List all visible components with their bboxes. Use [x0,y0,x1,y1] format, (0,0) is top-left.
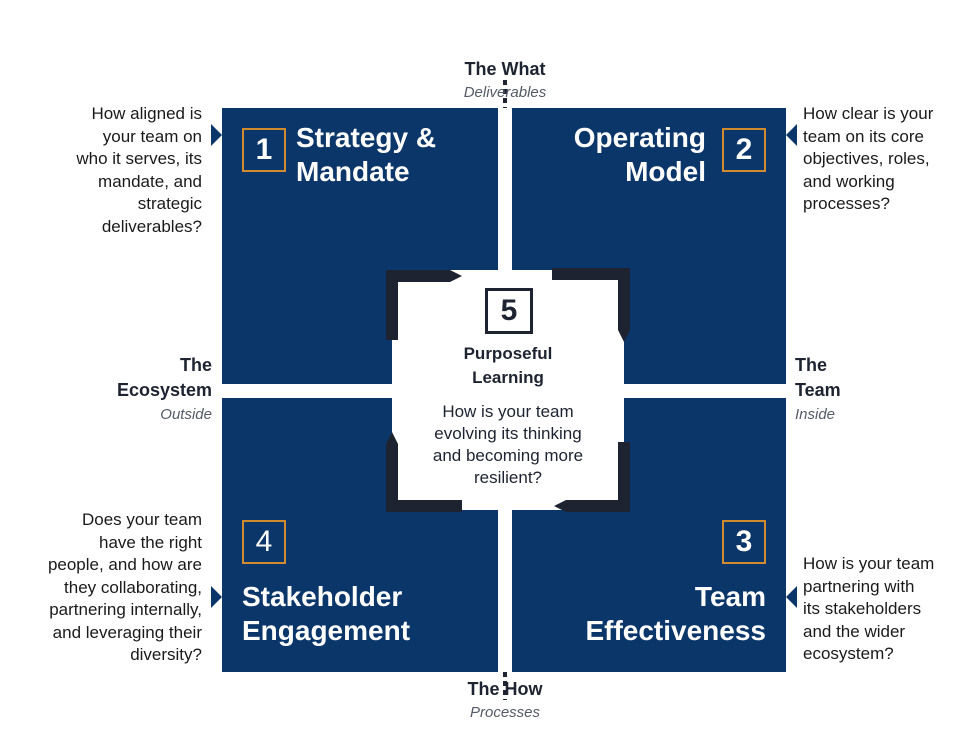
quadrant-1-question-line: who it serves, its [76,149,202,168]
quadrant-4-question-line: they collaborating, [64,577,202,597]
axis-top-title: The What [464,59,546,79]
quadrant-3-title-line2: Effectiveness [585,615,766,646]
quadrant-2-pointer [786,124,797,146]
quadrant-4-pointer-bottom [211,586,222,608]
quadrant-4-pointer [211,124,222,146]
quadrant-4-question-line: Does your team [82,510,202,529]
quadrant-4-question: Does your team have the right people, an… [4,509,202,667]
axis-left-title-line2: Ecosystem [116,380,212,400]
quadrant-1-question-line: How aligned is [91,104,202,123]
center-question-line: evolving its thinking [434,424,582,443]
quadrant-2-question-line: How clear is your [803,104,934,123]
quadrant-1-question-line: strategic [137,194,202,213]
quadrant-2-number: 2 [722,128,766,172]
center-question-line: and becoming more [432,446,584,465]
axis-right-subtitle: Inside [795,406,836,423]
quadrant-4-question-line: partnering internally, [49,600,202,619]
quadrant-3-question-line: and the wider [803,621,906,641]
axis-top-subtitle: Deliverables [463,84,547,101]
quadrant-2-question-line: and working [803,171,895,191]
center-question-line: How is your team [442,402,574,421]
quadrant-2-question: How clear is your team on its core objec… [803,103,933,216]
quadrant-3-question: How is your team partnering with its sta… [803,553,934,666]
quadrant-3-number: 3 [722,520,766,564]
quadrant-1-title-line1: Strategy & [296,122,437,153]
center-title-line2: Learning [472,368,544,387]
center-question: How is your team evolving its thinking a… [392,401,624,489]
quadrant-4-question-line: diversity? [130,645,202,664]
center-panel [392,270,624,510]
quadrant-3-pointer [786,586,797,608]
quadrant-1-question: How aligned is your team on who it serve… [10,103,202,238]
quadrant-3-question-line: How is your team [803,554,935,573]
axis-right-title-line2: Team [795,380,841,400]
quadrant-3-question-line: partnering with [803,576,915,596]
center-question-line: resilient? [473,468,543,487]
axis-left-title-line1: The [179,355,212,375]
quadrant-2-question-line: processes? [803,194,890,213]
quadrant-1-question-line: deliverables? [101,216,202,236]
quadrant-4-title-line2: Engagement [242,615,411,646]
quadrant-4-question-line: people, and how are [47,555,202,574]
quadrant-1-title-line2: Mandate [296,156,410,187]
quadrant-1-number: 1 [242,128,286,172]
center-title-line1: Purposeful [463,344,553,363]
quadrant-1-question-line: your team on [102,126,202,146]
center-number: 5 [485,288,533,334]
quadrant-3-question-line: ecosystem? [803,644,894,663]
axis-bottom-subtitle: Processes [469,704,541,721]
axis-right-title-line1: The [795,355,828,375]
quadrant-2-question-line: objectives, roles, [803,149,930,168]
axis-bottom-title: The How [467,679,543,699]
quadrant-4-number: 4 [242,520,286,564]
axis-left-subtitle: Outside [160,406,212,423]
quadrant-4-question-line: have the right [98,532,202,552]
quadrant-2-title-line2: Model [625,156,706,187]
quadrant-2-question-line: team on its core [803,126,924,146]
quadrant-1-question-line: mandate, and [98,171,202,191]
quadrant-3-question-line: its stakeholders [803,599,922,618]
quadrant-3-title-line1: Team [694,581,766,612]
quadrant-2-title-line1: Operating [573,122,706,153]
quadrant-4-question-line: and leveraging their [52,622,202,642]
quadrant-4-title-line1: Stakeholder [242,581,403,612]
